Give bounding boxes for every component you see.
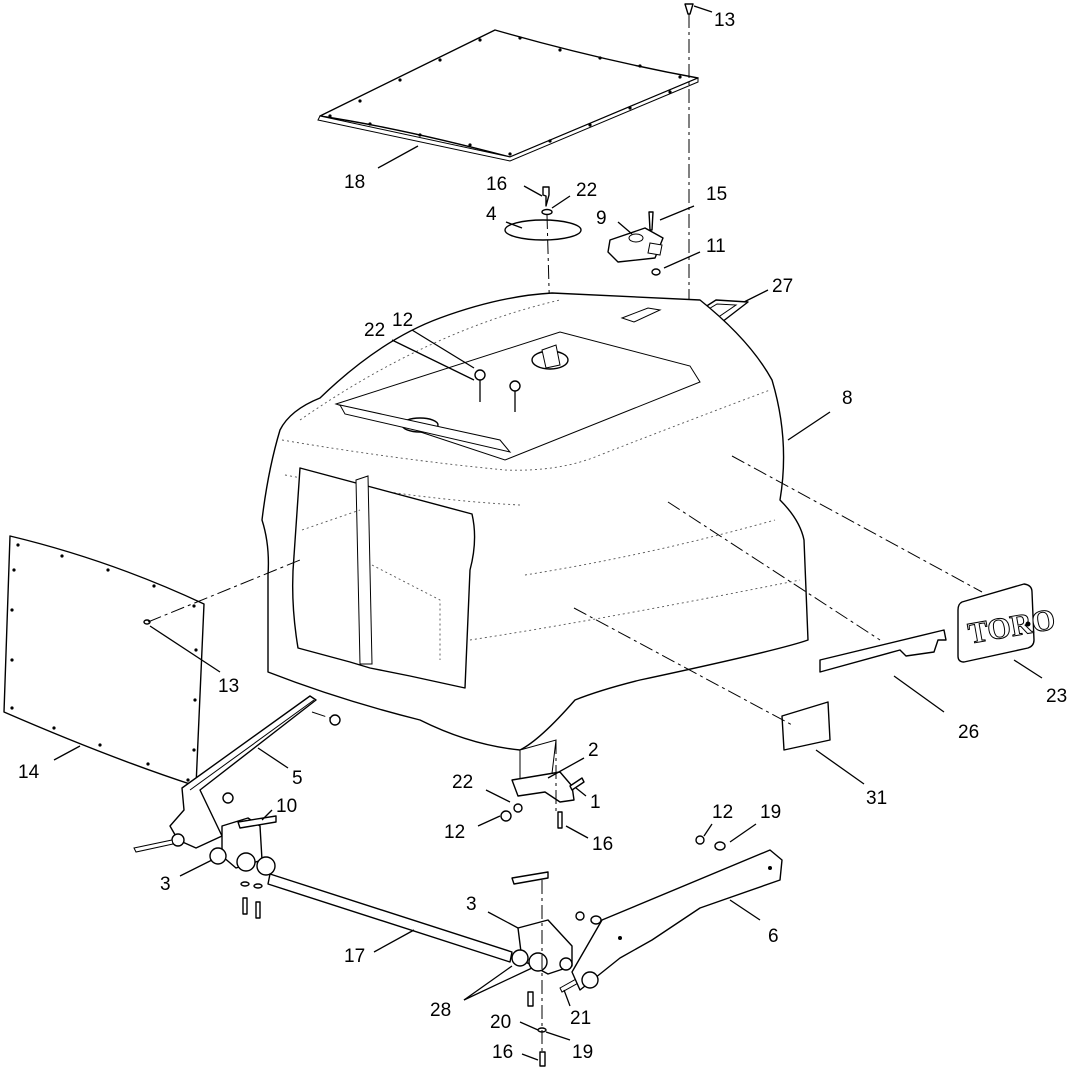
callout-12-low: 12 — [444, 822, 465, 843]
callout-17: 17 — [344, 946, 365, 967]
hood-body — [261, 292, 809, 791]
top-screw — [684, 3, 694, 15]
top-cover-plate — [317, 29, 699, 162]
callout-6: 6 — [768, 926, 779, 947]
callout-19-bottom: 19 — [572, 1042, 593, 1063]
callout-4: 4 — [486, 204, 497, 225]
center-hinge — [511, 871, 573, 975]
callout-22-mid: 22 — [364, 320, 385, 341]
callout-12-right: 12 — [712, 802, 733, 823]
callout-5: 5 — [292, 768, 303, 789]
callout-3-left: 3 — [160, 874, 171, 895]
callout-14: 14 — [18, 762, 40, 783]
stripe-decal — [819, 629, 947, 673]
callout-9: 9 — [596, 208, 607, 229]
callout-20: 20 — [490, 1012, 511, 1033]
callout-8: 8 — [842, 388, 853, 409]
callout-26: 26 — [958, 722, 979, 743]
left-bracket-nut — [311, 711, 341, 726]
callout-10: 10 — [276, 796, 297, 817]
center-hinge-bolts — [527, 880, 547, 1067]
hinge-shaft — [267, 873, 513, 963]
left-mount-bracket — [133, 695, 317, 853]
callout-19-right: 19 — [760, 802, 781, 823]
callout-21: 21 — [570, 1008, 591, 1029]
callout-27: 27 — [772, 276, 793, 297]
callout-12-mid: 12 — [392, 310, 413, 331]
latch-assembly — [607, 211, 664, 276]
right-bracket-hardware — [575, 835, 726, 925]
cap-bolt — [541, 186, 553, 216]
callout-23: 23 — [1046, 686, 1067, 707]
callout-3-bottom: 3 — [466, 894, 477, 915]
left-hinge — [209, 815, 277, 876]
left-hinge-bolts — [240, 881, 263, 919]
toro-decal: TORO — [957, 583, 1058, 663]
front-bracket — [500, 771, 585, 829]
right-mount-bracket — [571, 849, 783, 991]
callout-28: 28 — [430, 1000, 451, 1021]
callout-1: 1 — [590, 792, 601, 813]
callout-labels: 13 18 16 22 4 9 15 11 27 12 22 8 13 14 5… — [18, 10, 1067, 1063]
callout-16-mid: 16 — [592, 834, 613, 855]
callout-13-left: 13 — [218, 676, 239, 697]
callout-31: 31 — [866, 788, 887, 809]
callout-22-top: 22 — [576, 180, 597, 201]
callout-16-top: 16 — [486, 174, 507, 195]
callout-15: 15 — [706, 184, 727, 205]
small-decal — [781, 701, 831, 751]
callout-13-top: 13 — [714, 10, 735, 31]
leader-lines — [53, 5, 1043, 1061]
callout-2: 2 — [588, 740, 599, 761]
hood-top-fasteners — [474, 369, 521, 412]
callout-16-bottom: 16 — [492, 1042, 513, 1063]
cap-disc — [504, 219, 582, 241]
side-panel — [3, 535, 205, 787]
callout-11: 11 — [706, 236, 726, 257]
callout-18: 18 — [344, 172, 365, 193]
callout-22-low: 22 — [452, 772, 473, 793]
